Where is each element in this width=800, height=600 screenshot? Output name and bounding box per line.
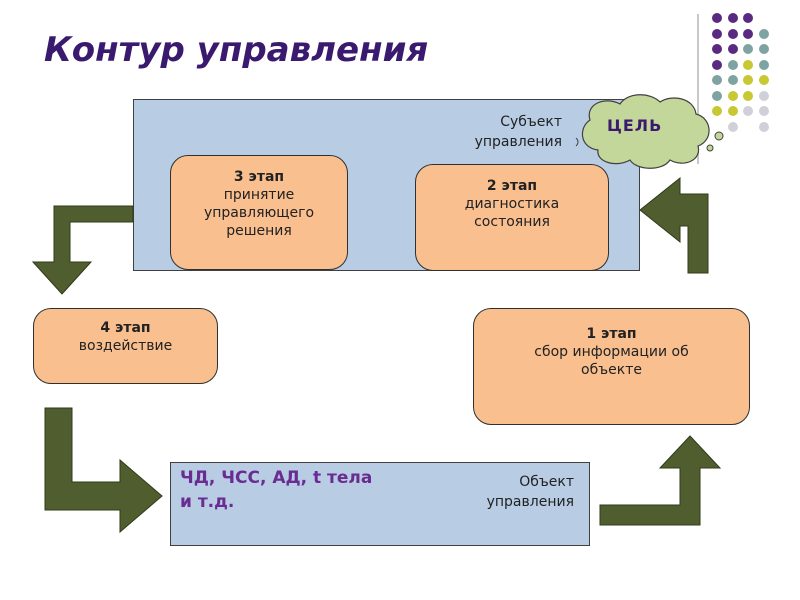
object-label-line1: Объект <box>519 474 574 490</box>
stage-2-number: 2 этап <box>486 178 538 194</box>
decorative-dot <box>727 28 738 39</box>
decorative-dot <box>712 28 722 39</box>
decorative-dot <box>743 13 753 23</box>
decorative-dot <box>743 44 753 54</box>
decorative-divider <box>697 14 699 164</box>
stage-4-box: 4 этап воздействие <box>33 308 218 384</box>
decorative-dot <box>712 75 722 85</box>
stage-3-line3: решения <box>226 223 292 239</box>
subject-label-line2: управления <box>474 134 562 150</box>
decorative-dot <box>727 106 738 116</box>
decorative-dot <box>727 59 738 70</box>
decorative-dot <box>743 28 753 39</box>
stage-3-box: 3 этап принятие управляющего решения <box>170 155 348 270</box>
decorative-dot <box>743 75 753 85</box>
decorative-dot <box>758 75 769 85</box>
stage-3-line2: управляющего <box>203 205 315 221</box>
decorative-dot <box>758 59 769 70</box>
stage-2-box: 2 этап диагностика состояния <box>415 164 609 271</box>
stage-2-line1: диагностика <box>464 196 560 212</box>
bent-arrow-icon <box>639 176 709 274</box>
stage-1-number: 1 этап <box>586 326 637 342</box>
object-parameters: ЧД, ЧСС, АД, t тела и т.д. <box>180 466 440 514</box>
decorative-dot <box>758 90 769 101</box>
decorative-dot <box>712 90 722 101</box>
bent-arrow-icon <box>599 435 722 526</box>
page-title: Контур управления <box>44 30 429 70</box>
object-label-line2: управления <box>486 494 574 510</box>
stage-1-line1: сбор информации об <box>534 344 689 360</box>
goal-label: ЦЕЛЬ <box>607 116 663 135</box>
decorative-dot <box>758 106 769 116</box>
object-parameters-line2: и т.д. <box>180 492 235 512</box>
stage-3-number: 3 этап <box>233 169 285 185</box>
stage-4-line1: воздействие <box>78 338 173 354</box>
decorative-dot <box>743 106 753 116</box>
cloud-bubble-icon <box>575 94 724 169</box>
stage-1-box: 1 этап сбор информации об объекте <box>473 308 750 425</box>
decorative-dot <box>758 28 769 39</box>
decorative-dot <box>758 44 769 54</box>
decorative-dot <box>727 13 738 23</box>
subject-label: Субъект управления <box>430 112 562 152</box>
stage-1-line2: объекте <box>581 362 642 378</box>
stage-2-line2: состояния <box>474 214 550 230</box>
bent-arrow-icon <box>31 205 134 295</box>
decorative-dot-grid <box>0 0 800 140</box>
decorative-dot <box>727 90 738 101</box>
stage-4-number: 4 этап <box>100 320 151 336</box>
decorative-dot <box>712 13 722 23</box>
bent-arrow-icon <box>44 407 163 534</box>
decorative-dot <box>712 106 722 116</box>
decorative-dot <box>712 59 722 70</box>
object-parameters-line1: ЧД, ЧСС, АД, t тела <box>180 468 373 488</box>
subject-label-line1: Субъект <box>500 114 562 130</box>
decorative-dot <box>727 121 738 132</box>
object-panel <box>170 462 590 546</box>
decorative-dot <box>743 90 753 101</box>
decorative-dot <box>743 59 753 70</box>
decorative-dot <box>727 44 738 54</box>
object-label: Объект управления <box>440 472 574 512</box>
decorative-dot <box>727 75 738 85</box>
stage-3-line1: принятие <box>223 187 295 203</box>
decorative-dot <box>712 44 722 54</box>
decorative-dot <box>758 121 769 132</box>
